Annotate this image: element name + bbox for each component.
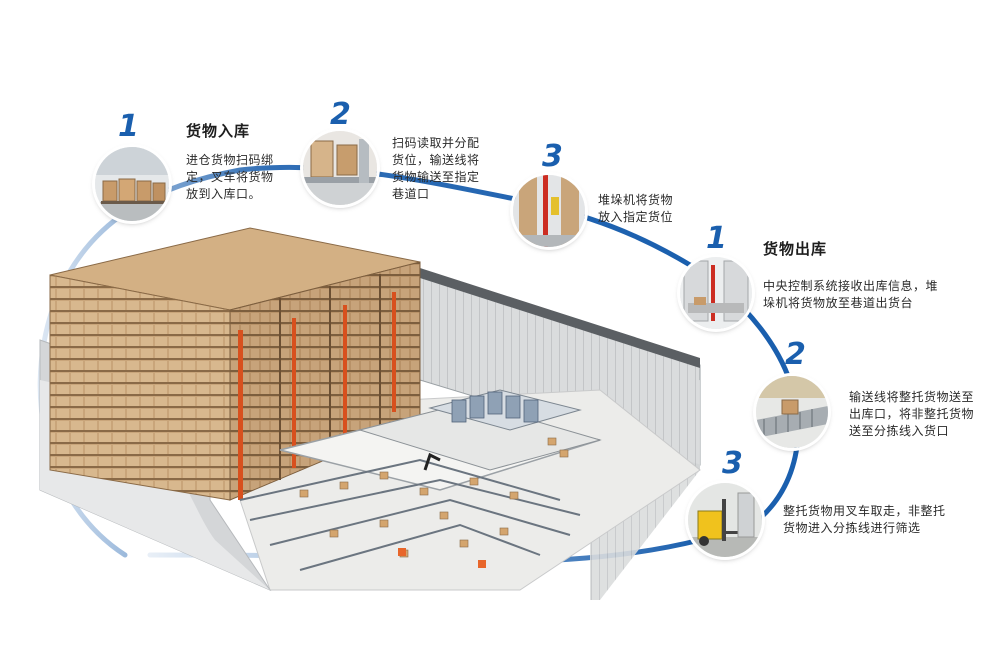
outbound-step-1-number: 1 [706,221,727,256]
outbound-step-1-photo [680,257,752,329]
outbound-step-2-text: 输送线将整托货物送至 出库口，将非整托货物 送至分拣线入货口 [849,390,975,438]
inbound-step-3-photo [513,175,585,247]
inbound-step-2-text: 扫码读取并分配 货位，输送线将 货物输送至指定 巷道口 [392,136,480,201]
outbound-step-3-number: 3 [722,446,743,481]
forklift-photo-icon [688,483,762,557]
inbound-step-2-number: 2 [330,97,351,132]
inbound-step-1-number: 1 [118,109,139,144]
pallet-boxes-photo-icon [95,147,169,221]
outbound-title: 货物出库 [763,240,828,258]
inbound-step-1-text: 进仓货物扫码绑 定，叉车将货物 放到入库口。 [186,153,274,201]
inbound-step-2-photo [303,131,377,205]
outbound-step-2-number: 2 [785,337,806,372]
rack-aisle-photo-icon [680,257,752,329]
conveyor-photo-icon [303,131,377,205]
inbound-step-1-photo [95,147,169,221]
roller-conveyor-photo-icon [756,376,828,448]
inbound-step-3-text: 堆垛机将货物 放入指定货位 [598,193,674,224]
outbound-step-2-photo [756,376,828,448]
outbound-step-3-photo [688,483,762,557]
stacker-crane-photo-icon [513,175,585,247]
outbound-step-1-text: 中央控制系统接收出库信息，堆 垛机将货物放至巷道出货台 [763,279,939,310]
inbound-title: 货物入库 [186,122,251,140]
outbound-step-3-text: 整托货物用叉车取走，非整托 货物进入分拣线进行筛选 [783,504,946,535]
inbound-step-3-number: 3 [542,139,563,174]
